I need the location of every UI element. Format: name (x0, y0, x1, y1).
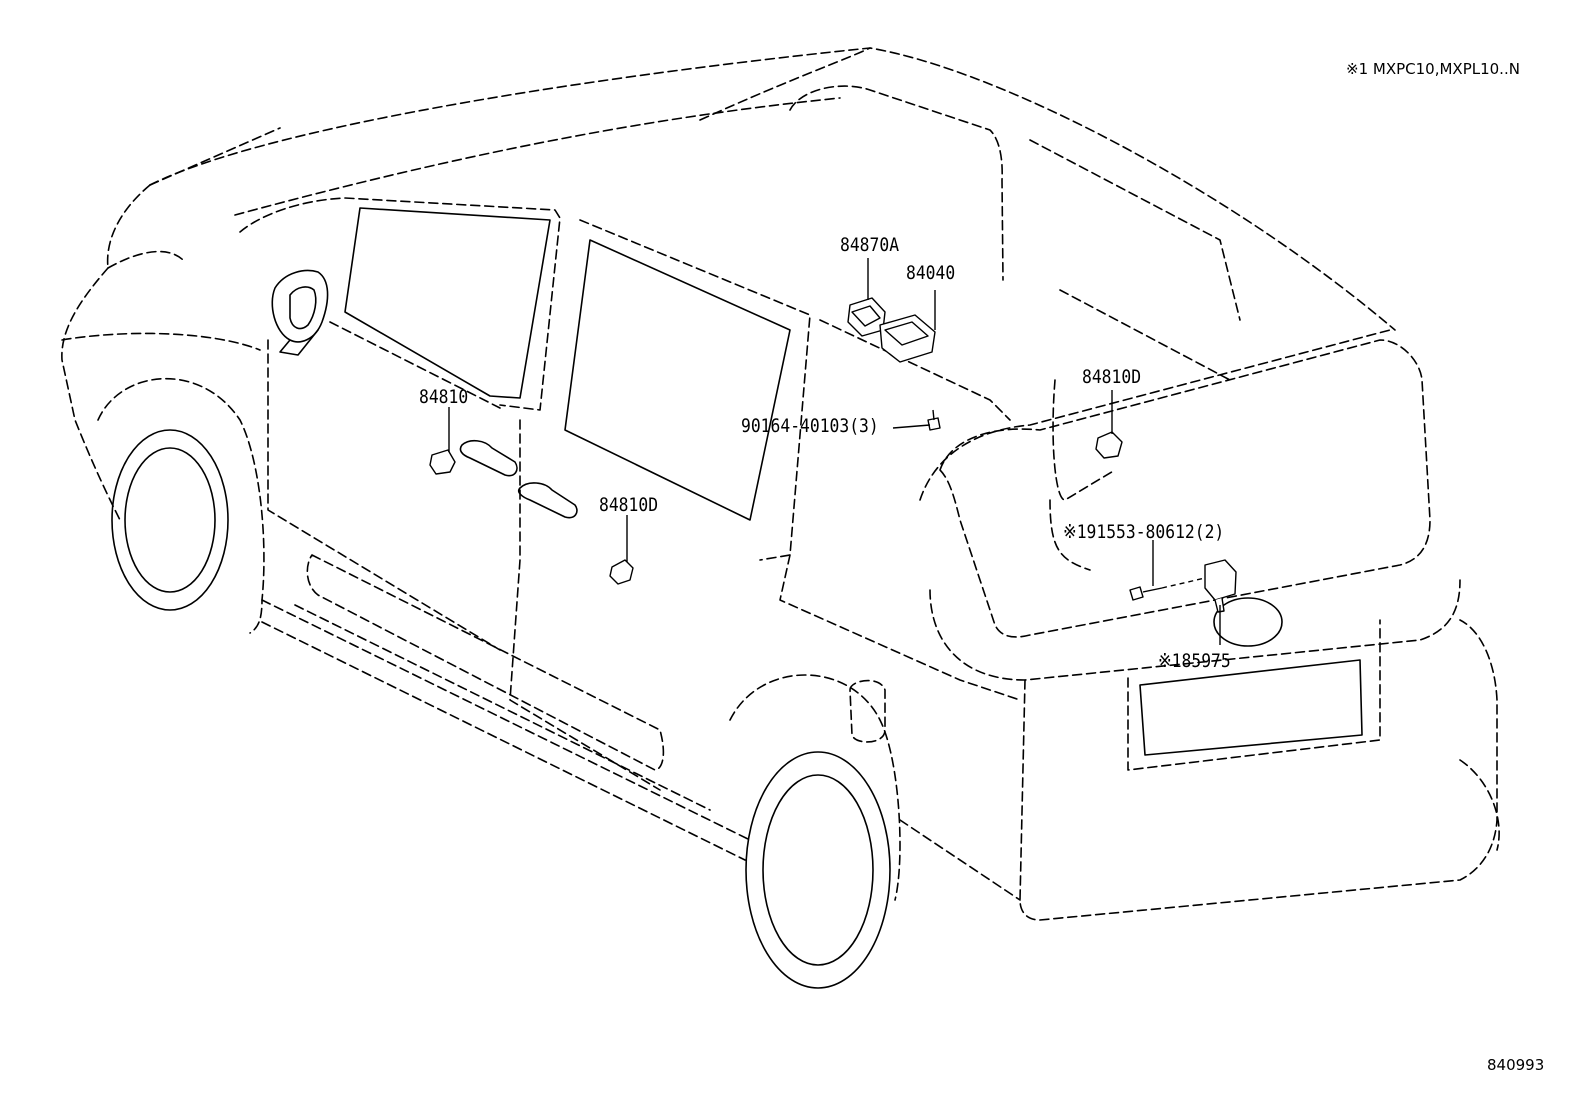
part-91553-bolt (1129, 586, 1163, 601)
part-85975-sensor (1204, 559, 1237, 613)
callout-85975: ※185975 (1158, 650, 1231, 672)
illustration-code: 840993 (1487, 1056, 1545, 1074)
vehicle-body-outline (61, 47, 1500, 989)
applicability-note: ※1 MXPC10,MXPL10..N (1346, 60, 1520, 78)
callout-84810D-rear: 84810D (1082, 366, 1142, 388)
callout-84810: 84810 (419, 386, 469, 408)
part-84040-switch (879, 314, 936, 363)
callout-84040: 84040 (906, 262, 956, 284)
leader-lines (448, 258, 1221, 645)
part-84810D-rear-switch (1095, 431, 1123, 459)
callout-84870A: 84870A (840, 234, 900, 256)
part-84810-switch (429, 449, 456, 475)
callout-84810D-side: 84810D (599, 494, 659, 516)
callout-90164-40103: 90164-40103(3) (741, 415, 879, 437)
callout-91553-80612: ※191553-80612(2) (1063, 521, 1225, 543)
part-84810D-side-switch (609, 559, 634, 585)
part-90164-screw (927, 409, 941, 431)
part-84870A-switch (847, 297, 886, 337)
